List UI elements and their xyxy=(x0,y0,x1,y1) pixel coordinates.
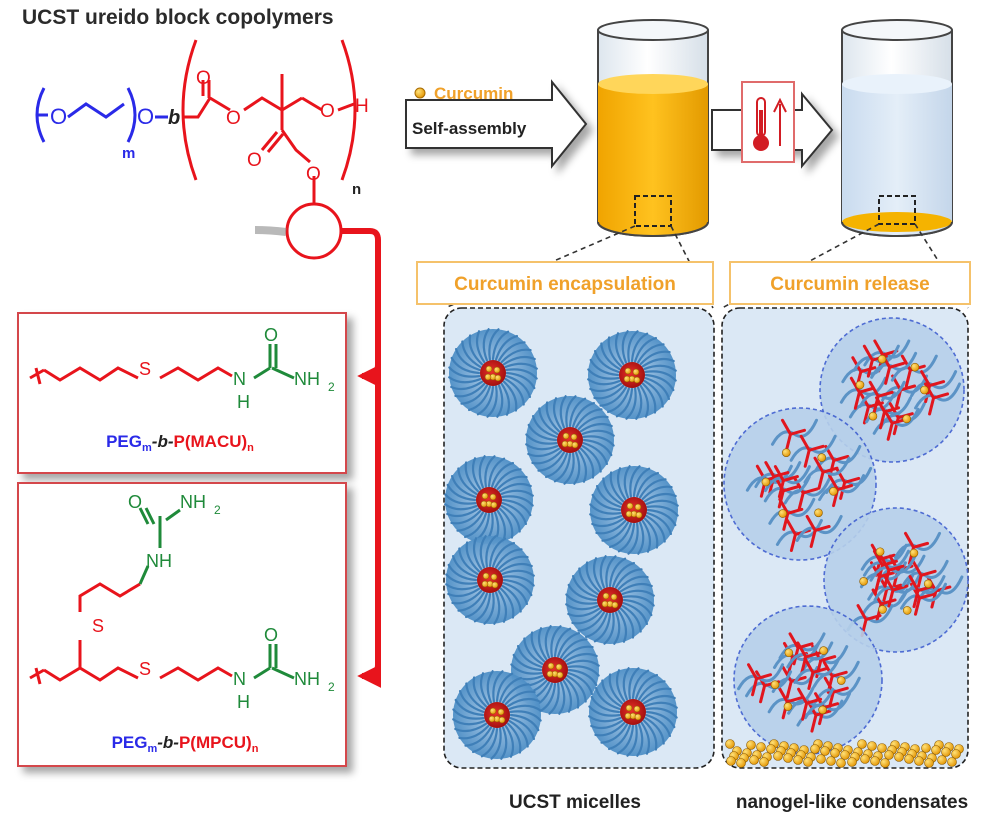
micelle xyxy=(565,555,655,645)
micelles-caption: UCST micelles xyxy=(509,792,641,813)
end-group-hydrogen: H xyxy=(355,96,369,117)
micelle xyxy=(448,328,538,418)
self-assembly-arrow: Curcumin Self-assembly xyxy=(405,79,588,169)
condensates-panel xyxy=(721,307,969,769)
nanogel-condensate xyxy=(819,317,965,463)
macu-nh2: NH xyxy=(294,369,320,389)
encapsulation-label: Curcumin encapsulation xyxy=(454,274,676,295)
nanogel-condensate xyxy=(723,407,877,561)
self-assembly-label: Self-assembly xyxy=(412,119,527,138)
peg-oxygen: O xyxy=(50,104,67,129)
release-label-box: Curcumin release xyxy=(729,261,971,305)
block-subscript-n: n xyxy=(352,181,361,198)
macu-nh-n: N xyxy=(233,369,246,389)
macu-sidechain-box: S N H O NH 2 PEGm-b-P(MACU)n xyxy=(17,312,347,474)
end-group-oxygen: O xyxy=(320,101,335,122)
condensates-caption: nanogel-like condensates xyxy=(736,792,968,813)
micelle xyxy=(444,455,534,545)
curcumin-sediment xyxy=(725,739,964,768)
side-chain-placeholder xyxy=(285,202,343,260)
mpcu-sulfur-1: S xyxy=(92,616,104,636)
encapsulation-label-box: Curcumin encapsulation xyxy=(416,261,714,305)
micelles-panel xyxy=(443,307,715,769)
mpcu-lower-oxygen: O xyxy=(264,625,278,645)
mpcu-lower-nh2-subscript: 2 xyxy=(328,680,335,694)
macu-polymer-name: PEGm-b-P(MACU)n xyxy=(106,432,254,454)
mpcu-polymer-name: PEGm-b-P(MPCU)n xyxy=(112,733,259,755)
heating-arrow xyxy=(711,81,834,169)
macu-nh2-subscript: 2 xyxy=(328,380,335,394)
thermometer-up-icon xyxy=(741,81,795,163)
mpcu-upper-nh2: NH xyxy=(180,492,206,512)
linker-oxygen: O xyxy=(137,104,154,129)
mpcu-upper-nh: NH xyxy=(146,551,172,571)
side-chain-connector xyxy=(341,228,382,688)
copolymer-structure: O m O b n O O O H O O xyxy=(35,39,369,260)
carbonyl-oxygen-1: O xyxy=(196,68,211,89)
micelle-layer xyxy=(444,328,679,760)
mpcu-upper-nh2-subscript: 2 xyxy=(214,503,221,517)
mpcu-lower-nh2: NH xyxy=(294,669,320,689)
micelle xyxy=(589,465,679,555)
macu-urea-oxygen: O xyxy=(264,325,278,345)
micelle xyxy=(525,395,615,485)
figure-title: UCST ureido block copolymers xyxy=(22,6,334,29)
release-label: Curcumin release xyxy=(770,274,929,295)
peg-subscript-m: m xyxy=(122,145,135,162)
nanogel-condensate xyxy=(733,605,883,755)
mpcu-lower-nh-n: N xyxy=(233,669,246,689)
micelle xyxy=(445,535,535,625)
micelle xyxy=(452,670,542,760)
micelle xyxy=(588,667,678,757)
vial-release xyxy=(841,19,953,237)
carbonyl-oxygen-2: O xyxy=(247,150,262,171)
ester-oxygen-2: O xyxy=(306,164,321,185)
nanogel-condensate xyxy=(823,507,969,653)
nanogel-layer xyxy=(723,317,969,755)
mpcu-sulfur-2: S xyxy=(139,659,151,679)
block-symbol-b: b xyxy=(168,107,180,129)
curcumin-dot-icon xyxy=(414,87,426,99)
vial-micelles xyxy=(597,19,709,237)
macu-sulfur: S xyxy=(139,359,151,379)
curcumin-label: Curcumin xyxy=(434,84,513,103)
micelle xyxy=(587,330,677,420)
mpcu-sidechain-box: S S NH O NH 2 N H O NH 2 PEGm-b-P(MPCU)n xyxy=(17,482,347,767)
mpcu-upper-oxygen: O xyxy=(128,492,142,512)
ester-oxygen-1: O xyxy=(226,108,241,129)
mpcu-lower-nh-h: H xyxy=(237,692,250,712)
macu-nh-h: H xyxy=(237,392,250,412)
